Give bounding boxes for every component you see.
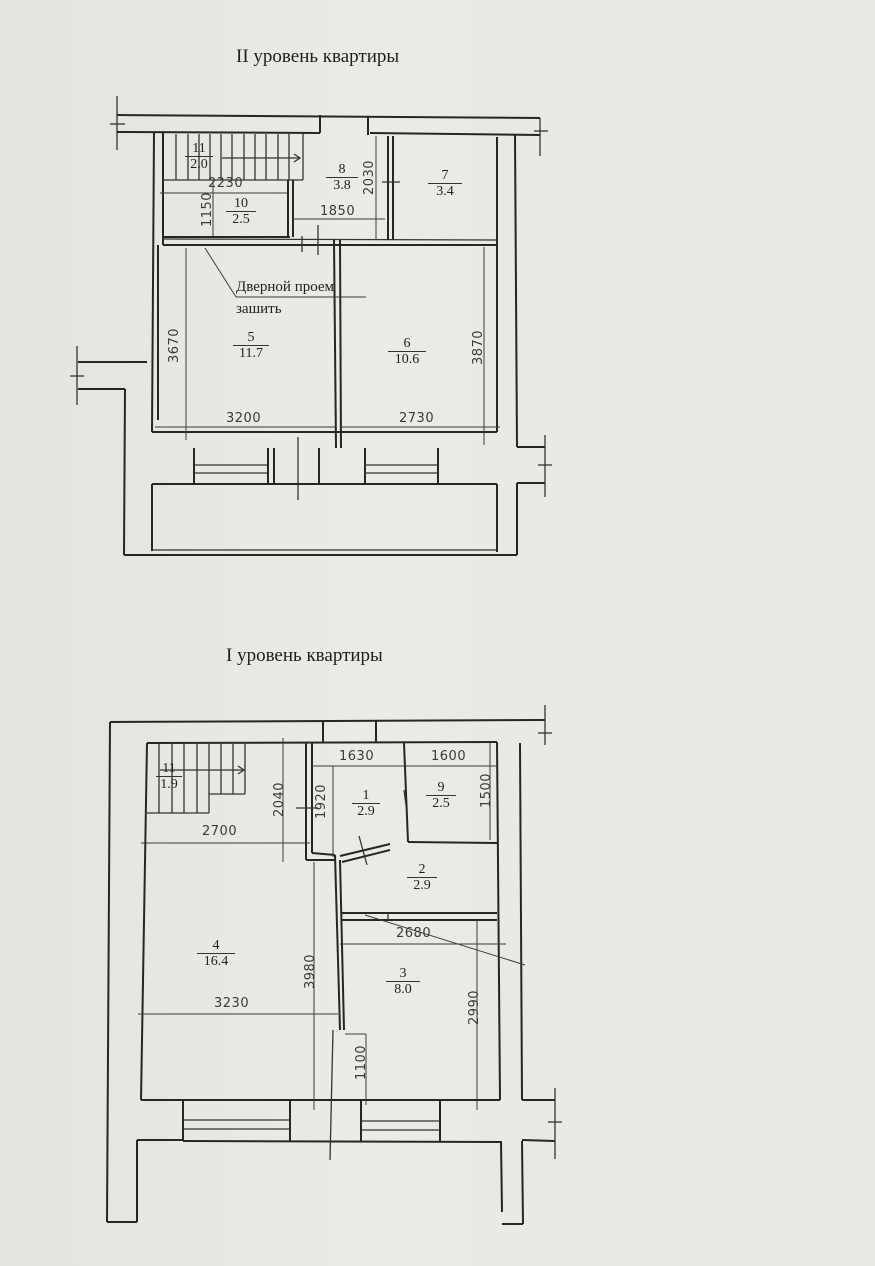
room-9-label: 9 2.5 bbox=[426, 780, 456, 811]
level-1-walls bbox=[106, 705, 562, 1225]
level-1-title: I уровень квартиры bbox=[226, 645, 383, 666]
room-10-label: 10 2.5 bbox=[226, 196, 256, 227]
room-2-label: 2 2.9 bbox=[407, 862, 437, 893]
room-7-label: 7 3.4 bbox=[428, 168, 462, 199]
dim-1100: 1100 bbox=[354, 1044, 370, 1081]
dim-2990: 2990 bbox=[467, 989, 483, 1026]
room-8-label: 8 3.8 bbox=[326, 162, 358, 193]
room-6-label: 6 10.6 bbox=[388, 336, 426, 367]
door-opening-note: Дверной проем зашить bbox=[236, 279, 335, 317]
stair-treads-level-2 bbox=[175, 134, 302, 180]
level-2-title: II уровень квартиры bbox=[236, 46, 400, 67]
dim-1630: 1630 bbox=[339, 749, 375, 764]
room-11-level-1-label: 11 1.9 bbox=[156, 761, 182, 792]
dim-2030: 2030 bbox=[362, 159, 378, 196]
stair-treads-level-1 bbox=[147, 743, 246, 814]
dim-1850: 1850 bbox=[320, 204, 356, 219]
dim-1600: 1600 bbox=[431, 749, 467, 764]
dim-3670: 3670 bbox=[167, 327, 183, 364]
level-2-dimension-lines bbox=[155, 136, 500, 445]
room-1-label: 1 2.9 bbox=[352, 788, 380, 819]
dim-3200: 3200 bbox=[226, 411, 262, 426]
room-11-level-2-label: 11 2.0 bbox=[185, 141, 213, 172]
dim-2680: 2680 bbox=[396, 926, 432, 941]
dim-2700: 2700 bbox=[202, 824, 238, 839]
level-1-dimension-lines bbox=[138, 738, 526, 1110]
dim-1150: 1150 bbox=[200, 191, 216, 228]
room-3-label: 3 8.0 bbox=[386, 966, 420, 997]
room-4-label: 4 16.4 bbox=[197, 938, 235, 969]
level-2-walls bbox=[70, 96, 552, 556]
dim-3870: 3870 bbox=[471, 329, 487, 366]
dim-1500: 1500 bbox=[479, 772, 495, 809]
dim-2730: 2730 bbox=[399, 411, 435, 426]
dim-2230: 2230 bbox=[208, 176, 244, 191]
dim-1920: 1920 bbox=[314, 783, 330, 820]
room-5-label: 5 11.7 bbox=[233, 330, 269, 361]
dim-2040: 2040 bbox=[272, 781, 288, 818]
dim-3980: 3980 bbox=[303, 953, 319, 990]
dim-3230: 3230 bbox=[214, 996, 250, 1011]
